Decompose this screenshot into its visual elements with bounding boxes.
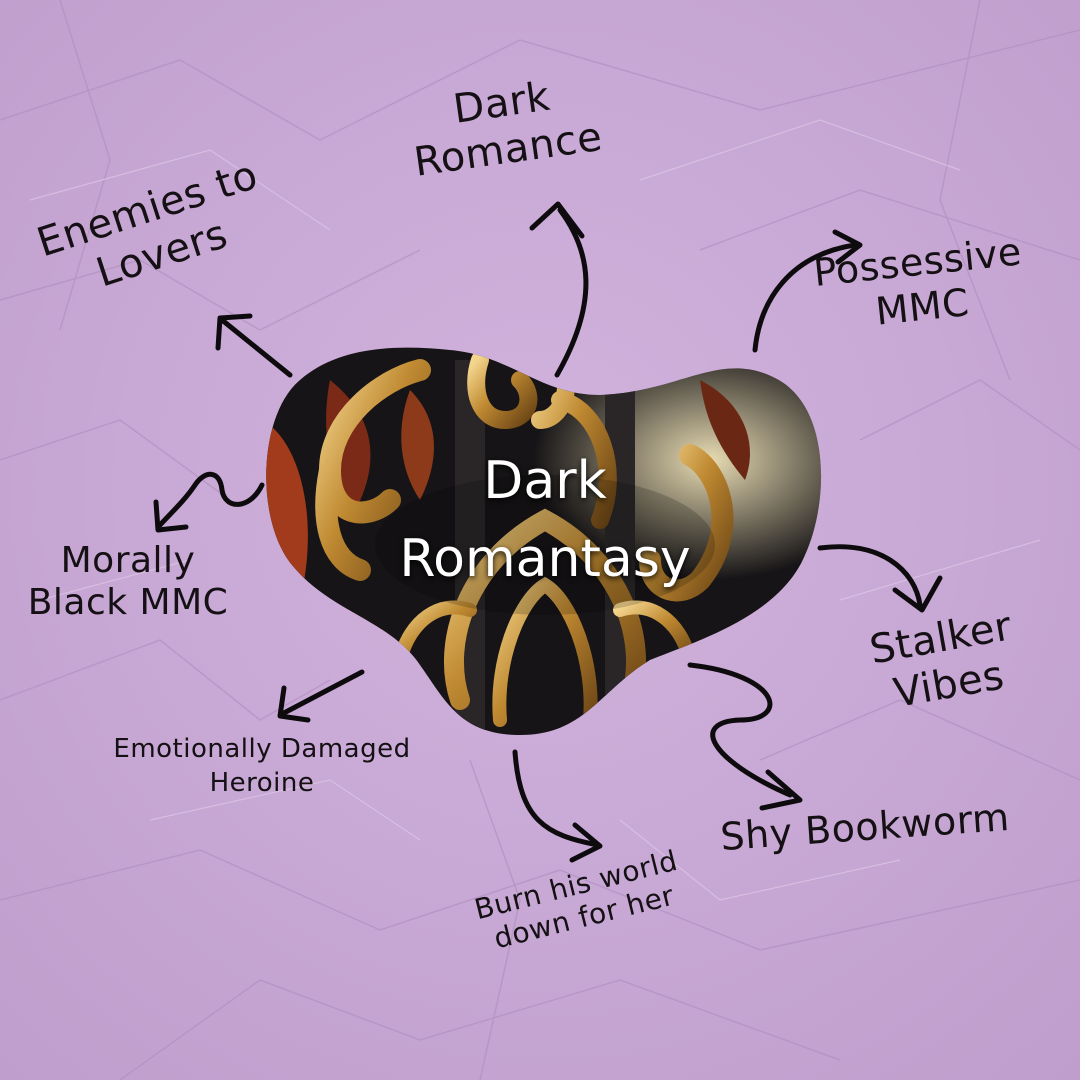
arrow-to-burn-his-world: [512, 749, 603, 863]
center-title: Dark Romantasy: [390, 442, 700, 598]
arrow-to-emotionally-damaged-heroine: [277, 669, 365, 723]
trope-emotionally-damaged-heroine-line2: Heroine: [209, 767, 315, 798]
arrow-to-stalker-vibes: [817, 544, 943, 613]
arrow-to-dark-romance: [529, 201, 589, 378]
center-title-line2: Romantasy: [399, 529, 691, 589]
trope-morally-black-mmc-line1: Morally: [60, 540, 196, 581]
trope-emotionally-damaged-heroine: Emotionally Damaged Heroine: [82, 733, 442, 801]
trope-morally-black-mmc-line2: Black MMC: [27, 582, 229, 624]
arrow-to-morally-black-mmc: [153, 471, 265, 533]
arrow-to-shy-bookworm: [687, 662, 803, 811]
trope-emotionally-damaged-heroine-line1: Emotionally Damaged: [113, 734, 411, 764]
arrow-to-possessive-mmc: [752, 229, 863, 353]
arrow-to-enemies-to-lovers: [215, 313, 293, 378]
center-title-line1: Dark: [483, 451, 607, 511]
trope-morally-black-mmc: Morally Black MMC: [8, 540, 248, 625]
